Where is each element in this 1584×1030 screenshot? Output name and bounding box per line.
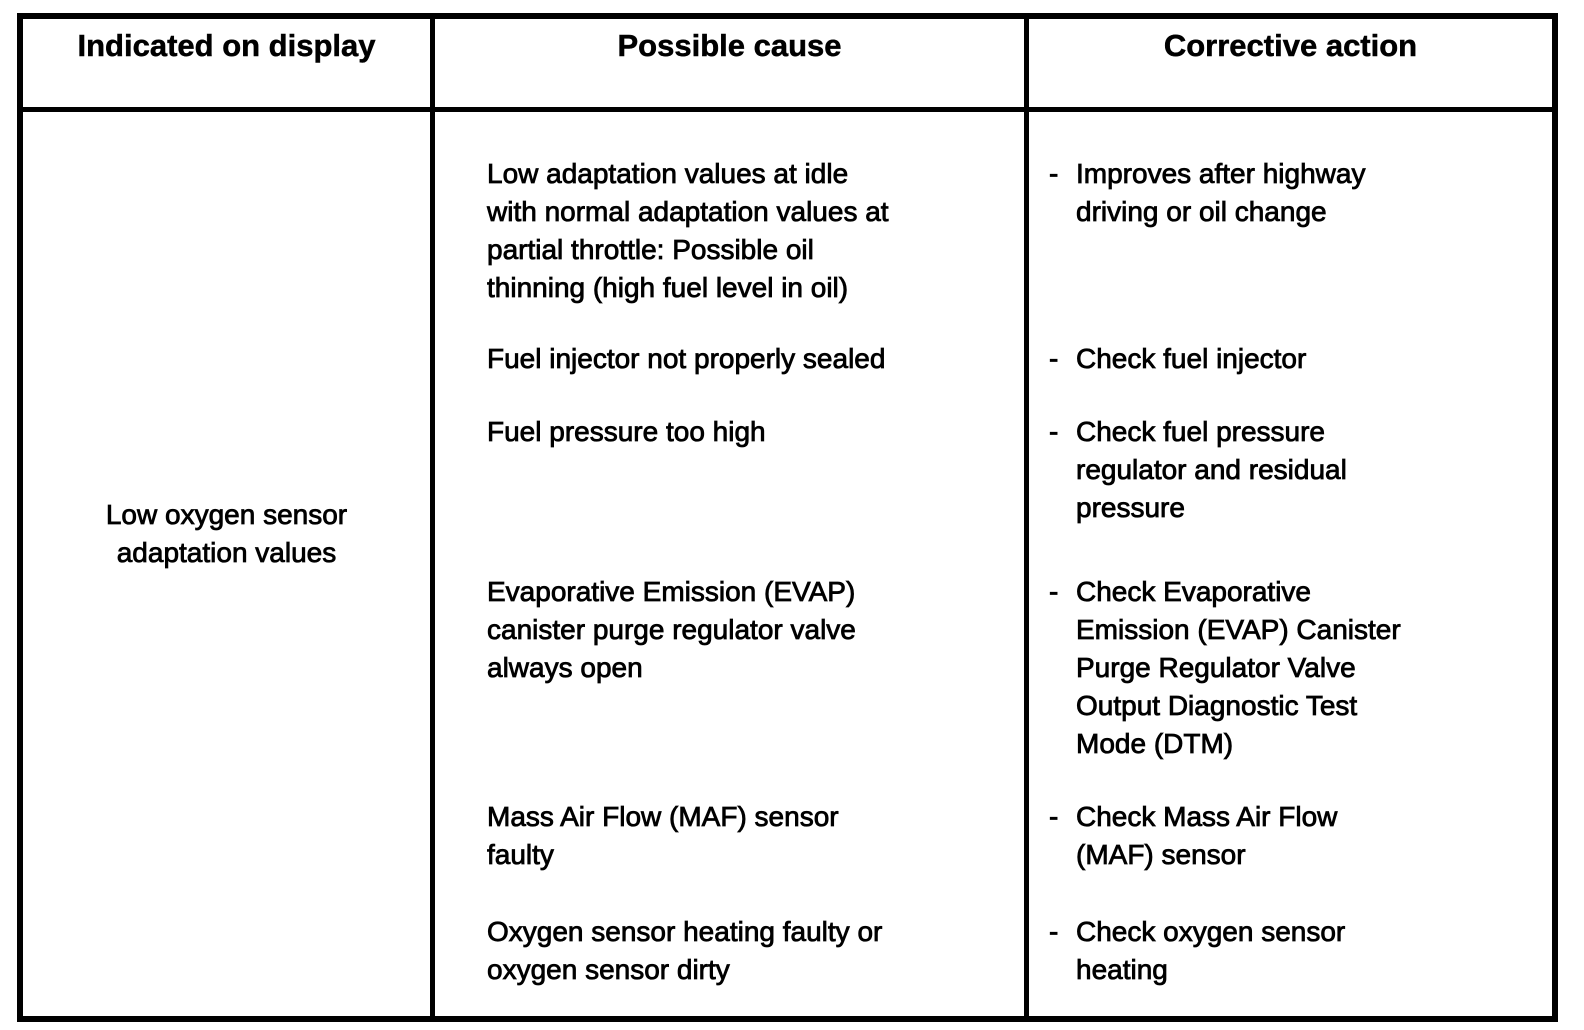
action-item: - Check Mass Air Flow (MAF) sensor (1029, 798, 1552, 913)
diamond-bullet-icon (449, 155, 487, 193)
table-header-row: Indicated on display Possible cause Corr… (23, 19, 1552, 112)
diamond-bullet-icon (449, 913, 487, 951)
action-text: Check fuel injector (1076, 343, 1307, 375)
column-header-corrective-action: Corrective action (1163, 28, 1418, 64)
action-text: Check Mass Air Flow (MAF) sensor (1076, 801, 1338, 871)
dash-marker: - (1049, 576, 1059, 608)
cause-item: Fuel pressure too high (435, 413, 1024, 573)
cause-text: Fuel pressure too high (487, 416, 766, 448)
cause-text: Evaporative Emission (EVAP) canister pur… (487, 576, 857, 684)
action-text: Check fuel pressure regulator and residu… (1076, 416, 1348, 524)
corrective-action-cell: - Improves after highway driving or oil … (1029, 112, 1552, 1017)
column-header-possible-cause: Possible cause (435, 19, 1029, 107)
cause-text: Oxygen sensor heating faulty or oxygen s… (487, 916, 883, 986)
indicated-on-display-cell: Low oxygen sensor adaptation values (23, 112, 435, 1017)
cause-text: Fuel injector not properly sealed (487, 343, 886, 375)
cause-text: Mass Air Flow (MAF) sensor faulty (487, 801, 839, 871)
cause-item: Low adaptation values at idle with norma… (435, 155, 1024, 340)
diamond-bullet-icon (449, 573, 487, 611)
action-text: Improves after highway driving or oil ch… (1076, 158, 1366, 228)
dash-marker: - (1049, 343, 1059, 375)
possible-cause-cell: Low adaptation values at idle with norma… (435, 112, 1029, 1017)
dash-marker: - (1049, 801, 1059, 833)
cause-item: Mass Air Flow (MAF) sensor faulty (435, 798, 1024, 913)
cause-item: Fuel injector not properly sealed (435, 340, 1024, 413)
action-text: Check oxygen sensor heating (1076, 916, 1346, 986)
action-item: - Improves after highway driving or oil … (1029, 155, 1552, 340)
column-header-indicated-on-display: Indicated on display (23, 19, 435, 107)
dash-marker: - (1049, 916, 1059, 948)
table-body-row: Low oxygen sensor adaptation values Low … (23, 112, 1552, 1017)
dash-marker: - (1049, 416, 1059, 448)
action-item: - Check Evaporative Emission (EVAP) Cani… (1029, 573, 1552, 798)
dash-marker: - (1049, 158, 1059, 190)
diamond-bullet-icon (449, 340, 487, 378)
cause-item: Evaporative Emission (EVAP) canister pur… (435, 573, 1024, 798)
action-item: - Check fuel injector (1029, 340, 1552, 413)
indicated-value: Low oxygen sensor adaptation values (105, 499, 348, 569)
cause-item: Oxygen sensor heating faulty or oxygen s… (435, 913, 1024, 1013)
diamond-bullet-icon (449, 798, 487, 836)
cause-text: Low adaptation values at idle with norma… (487, 158, 889, 304)
action-text: Check Evaporative Emission (EVAP) Canist… (1076, 576, 1401, 760)
diagnostic-table: Indicated on display Possible cause Corr… (17, 13, 1558, 1022)
action-item: - Check fuel pressure regulator and resi… (1029, 413, 1552, 573)
diamond-bullet-icon (449, 413, 487, 451)
action-item: - Check oxygen sensor heating (1029, 913, 1552, 1013)
